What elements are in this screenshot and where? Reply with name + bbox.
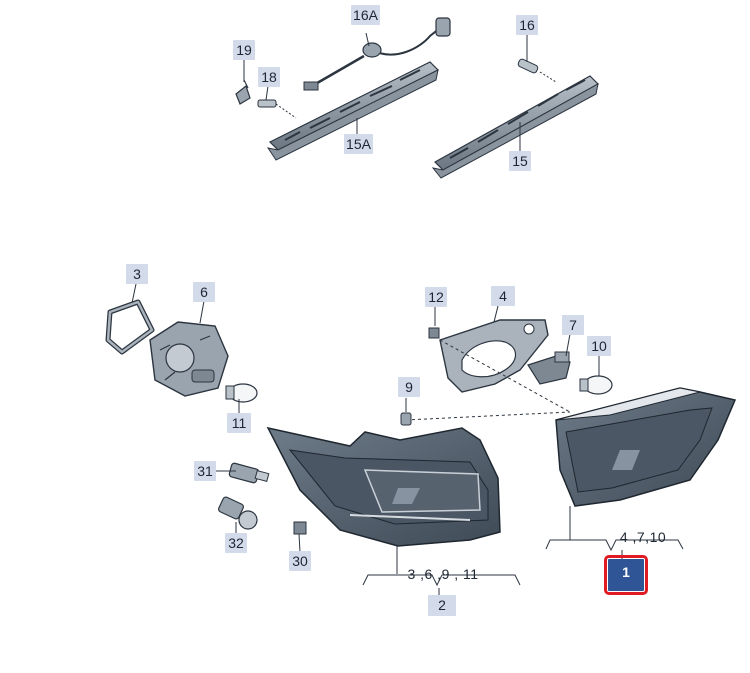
bulb-18[interactable] — [257, 99, 297, 119]
brake-light-strip-15a[interactable] — [266, 61, 440, 161]
tail-light-inner-1[interactable] — [555, 387, 737, 507]
leader-lines — [131, 32, 623, 595]
callout-15a[interactable]: 15A — [344, 134, 373, 154]
callout-2[interactable]: 2 — [428, 595, 456, 616]
tail-light-outer-2[interactable] — [266, 426, 501, 547]
callout-18[interactable]: 18 — [258, 67, 280, 87]
callout-16a[interactable]: 16A — [351, 5, 380, 25]
callout-19[interactable]: 19 — [233, 40, 255, 60]
callout-9[interactable]: 9 — [398, 377, 420, 397]
bracket-19[interactable] — [235, 79, 251, 105]
bulb-16[interactable] — [517, 58, 557, 83]
group-bracket-2 — [362, 574, 521, 587]
callout-1-selected[interactable]: 1 — [604, 555, 648, 595]
callout-4[interactable]: 4 — [491, 286, 515, 306]
clip-9[interactable] — [400, 412, 412, 426]
bulb-carrier-7[interactable] — [527, 351, 571, 385]
brake-light-strip-15[interactable] — [431, 75, 599, 179]
callout-4-7-10[interactable]: 4 ,7,10 — [619, 529, 667, 545]
bulb-socket-31[interactable] — [228, 462, 270, 484]
callout-30[interactable]: 30 — [289, 551, 311, 571]
callout-12[interactable]: 12 — [425, 287, 447, 307]
callout-31[interactable]: 31 — [194, 461, 216, 481]
callout-10[interactable]: 10 — [587, 336, 611, 356]
bulb-10[interactable] — [579, 375, 613, 395]
nut-30[interactable] — [293, 521, 307, 535]
callout-16[interactable]: 16 — [516, 15, 538, 35]
callout-15[interactable]: 15 — [509, 151, 531, 171]
bulb-carrier-bracket-4[interactable] — [439, 319, 549, 393]
callout-32[interactable]: 32 — [225, 533, 247, 553]
callout-3-6-9-11[interactable]: 3 ,6 ,9 , 11 — [407, 566, 479, 582]
callout-6[interactable]: 6 — [193, 282, 215, 302]
bulb-socket-32[interactable] — [218, 496, 258, 530]
group-bracket-1 — [545, 539, 684, 552]
nut-12[interactable] — [428, 327, 440, 339]
bulb-carrier-6[interactable] — [149, 321, 229, 397]
callout-11[interactable]: 11 — [227, 413, 251, 433]
callout-3[interactable]: 3 — [126, 264, 148, 284]
wiring-harness-16a[interactable] — [303, 17, 451, 91]
gasket-3[interactable] — [105, 299, 155, 355]
bulb-11[interactable] — [225, 383, 258, 403]
callout-7[interactable]: 7 — [562, 315, 584, 335]
